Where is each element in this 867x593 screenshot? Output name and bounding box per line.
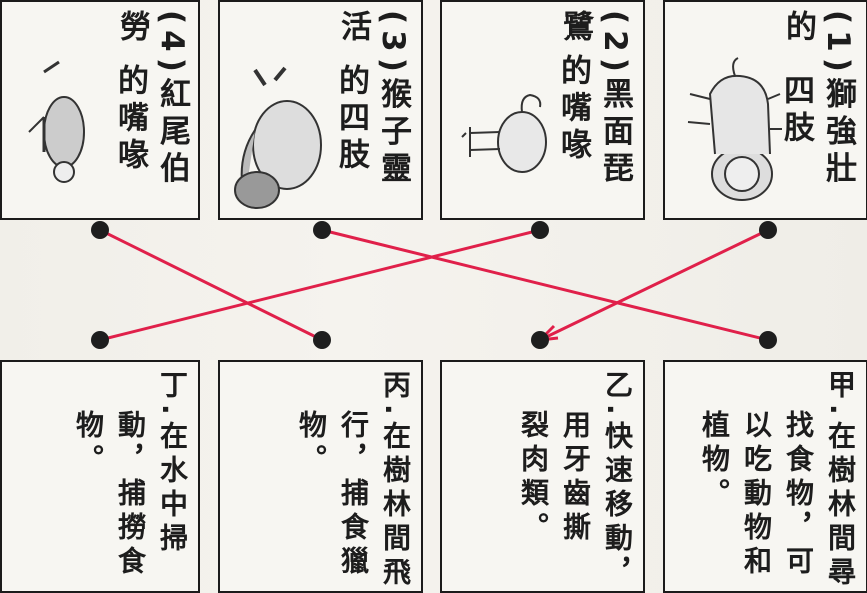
shrike-icon	[28, 60, 85, 183]
match-line	[320, 228, 770, 342]
bottom-dot-ding[interactable]	[91, 331, 109, 349]
top-dot-4[interactable]	[91, 221, 109, 239]
card-text: 丁.在水中掃	[156, 370, 189, 557]
card-text: 動，捕撈食	[114, 410, 147, 580]
top-dot-1[interactable]	[759, 221, 777, 239]
match-line	[98, 228, 324, 342]
card-text: 紅尾伯勞	[114, 10, 190, 189]
match-line	[98, 228, 542, 342]
monkey-icon	[234, 66, 322, 209]
card-num: (4)	[154, 10, 190, 78]
card-text: 丙.在樹林間飛	[379, 370, 412, 591]
card-text: 的四肢	[333, 64, 369, 175]
card-text: 行，捕食獵	[337, 410, 370, 580]
lion-icon	[687, 57, 782, 201]
card-text: 獅強壯的	[780, 10, 856, 189]
bottom-dot-yi[interactable]	[531, 331, 549, 349]
card-jia: 甲.在樹林間尋 找食物，可 以吃動物和 植物。	[663, 360, 867, 593]
card-text: 裂肉類。	[517, 410, 550, 546]
card-text: 的嘴喙	[112, 64, 148, 175]
card-text: 物。	[72, 410, 105, 478]
card-text: 以吃動物和	[740, 410, 773, 580]
card-text: 找食物，可	[782, 410, 815, 580]
card-shrike: (4)紅尾伯勞 的嘴喙	[0, 0, 200, 220]
card-text: 乙.快速移動，	[601, 370, 634, 591]
top-dot-2[interactable]	[531, 221, 549, 239]
card-ding: 丁.在水中掃 動，捕撈食 物。	[0, 360, 200, 593]
bottom-dot-jia[interactable]	[759, 331, 777, 349]
bottom-dot-bing[interactable]	[313, 331, 331, 349]
card-text: 甲.在樹林間尋	[824, 370, 857, 591]
card-text: 用牙齒撕	[559, 410, 592, 546]
card-num: (3)	[375, 10, 411, 78]
card-spoonbill: (2)黑面琵鷺 的嘴喙	[440, 0, 645, 220]
match-line	[538, 228, 770, 342]
card-text: 四肢	[778, 74, 814, 148]
card-lion: (1)獅強壯的 四肢	[663, 0, 867, 220]
card-text: 黑面琵鷺	[557, 10, 633, 189]
card-yi: 乙.快速移動， 用牙齒撕 裂肉類。	[440, 360, 645, 593]
spoonbill-icon	[461, 93, 547, 173]
card-num: (2)	[597, 10, 633, 78]
card-text: 猴子靈活	[335, 10, 411, 189]
card-text: 植物。	[698, 410, 731, 512]
card-monkey: (3)猴子靈活 的四肢	[218, 0, 423, 220]
top-dot-3[interactable]	[313, 221, 331, 239]
card-num: (1)	[820, 10, 856, 78]
card-text: 的嘴喙	[555, 54, 591, 165]
card-text: 物。	[295, 410, 328, 478]
card-bing: 丙.在樹林間飛 行，捕食獵 物。	[218, 360, 423, 593]
